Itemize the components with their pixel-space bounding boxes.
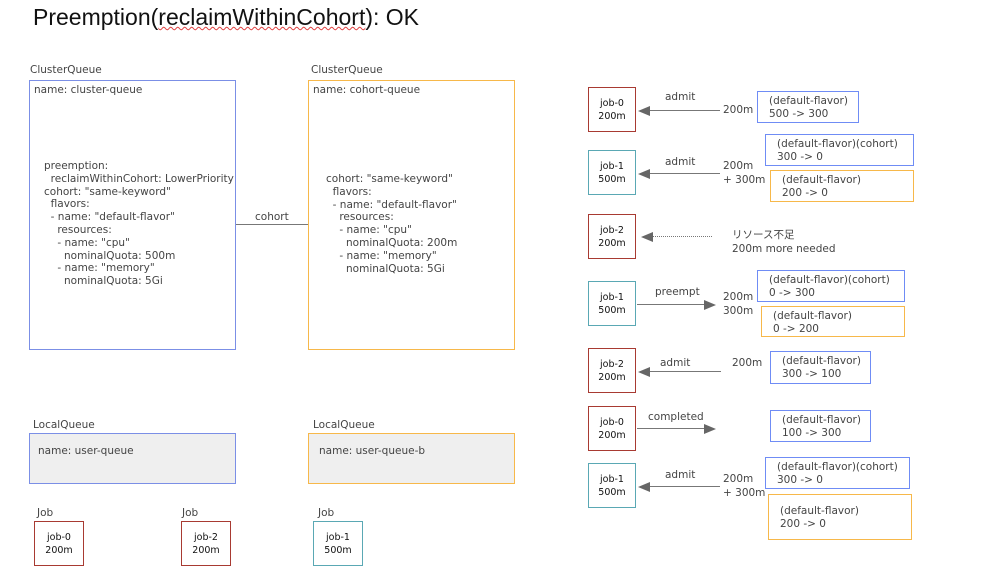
- dotted-arrow-line: [652, 236, 712, 237]
- arrow-line: [637, 304, 705, 305]
- step-job: job-1 500m: [588, 463, 636, 508]
- step-action: admit: [660, 357, 691, 369]
- step-job: job-2 200m: [588, 348, 636, 393]
- step-action: admit: [665, 91, 696, 103]
- cluster-queue-box: name: cluster-queue preemption: reclaimW…: [29, 80, 236, 350]
- local-queue-b-box: name: user-queue-b: [308, 433, 515, 484]
- local-queue-name: name: user-queue: [38, 445, 134, 457]
- title-keyword: reclaimWithinCohort: [158, 4, 366, 30]
- cohort-connector: [236, 224, 308, 225]
- flavor-box: (default-flavor) 100 -> 300: [770, 410, 871, 442]
- arrow-line: [648, 110, 720, 111]
- step-amount: 200m: [732, 357, 763, 369]
- step-job: job-1 500m: [588, 150, 636, 195]
- local-queue-b-name: name: user-queue-b: [319, 445, 426, 457]
- flavor-box-cohort: (default-flavor)(cohort) 300 -> 0: [765, 457, 910, 489]
- local-queue-label: LocalQueue: [33, 419, 95, 431]
- job-label: Job: [37, 507, 54, 519]
- flavor-box: (default-flavor) 200 -> 0: [770, 170, 914, 202]
- step-job: job-0 200m: [588, 87, 636, 132]
- step-job: job-1 500m: [588, 281, 636, 326]
- title-suffix: ): OK: [365, 4, 420, 30]
- flavor-box-cohort: (default-flavor)(cohort) 300 -> 0: [765, 134, 914, 166]
- title-prefix: Preemption(: [33, 4, 159, 30]
- arrow-right-icon: [704, 424, 716, 434]
- job-2-box: job-2 200m: [181, 521, 231, 566]
- arrow-left-icon: [638, 482, 650, 492]
- flavor-box: (default-flavor) 300 -> 100: [770, 351, 871, 384]
- cohort-queue-name: name: cohort-queue: [313, 84, 421, 96]
- arrow-left-icon: [638, 367, 650, 377]
- job-1-box: job-1 500m: [313, 521, 363, 566]
- step-amount: 200m: [723, 104, 754, 116]
- arrow-line: [648, 173, 720, 174]
- flavor-box: (default-flavor) 500 -> 300: [757, 91, 859, 123]
- arrow-line: [637, 428, 705, 429]
- local-queue-b-label: LocalQueue: [313, 419, 375, 431]
- job-label: Job: [318, 507, 335, 519]
- page-title: Preemption(reclaimWithinCohort): OK: [33, 4, 419, 31]
- arrow-line: [648, 371, 721, 372]
- job-label: Job: [182, 507, 199, 519]
- cluster-queue-spec: preemption: reclaimWithinCohort: LowerPr…: [44, 160, 234, 288]
- arrow-right-icon: [704, 300, 716, 310]
- arrow-left-icon: [641, 232, 653, 242]
- cluster-queue-label: ClusterQueue: [30, 64, 102, 76]
- arrow-line: [648, 486, 720, 487]
- step-action: completed: [648, 411, 704, 423]
- step-action: preempt: [655, 286, 700, 298]
- job-0-box: job-0 200m: [34, 521, 84, 566]
- cohort-queue-box: name: cohort-queue cohort: "same-keyword…: [308, 80, 515, 350]
- step-job: job-0 200m: [588, 406, 636, 451]
- cohort-queue-spec: cohort: "same-keyword" flavors: - name: …: [326, 173, 458, 275]
- flavor-box-cohort: (default-flavor)(cohort) 0 -> 300: [757, 270, 905, 302]
- step-amount: 200m + 300m: [723, 473, 766, 499]
- cluster-queue-name: name: cluster-queue: [34, 84, 143, 96]
- local-queue-box: name: user-queue: [29, 433, 236, 484]
- step-amount: 200m + 300m: [723, 160, 766, 186]
- flavor-box: (default-flavor) 0 -> 200: [761, 306, 905, 337]
- step-action: admit: [665, 469, 696, 481]
- arrow-left-icon: [638, 169, 650, 179]
- step-job: job-2 200m: [588, 214, 636, 259]
- step-action: admit: [665, 156, 696, 168]
- flavor-box: (default-flavor) 200 -> 0: [768, 494, 912, 540]
- shortage-note: リソース不足 200m more needed: [732, 229, 836, 255]
- cohort-connector-label: cohort: [255, 211, 289, 223]
- cohort-queue-label: ClusterQueue: [311, 64, 383, 76]
- arrow-left-icon: [638, 106, 650, 116]
- step-amount: 200m 300m: [723, 291, 754, 317]
